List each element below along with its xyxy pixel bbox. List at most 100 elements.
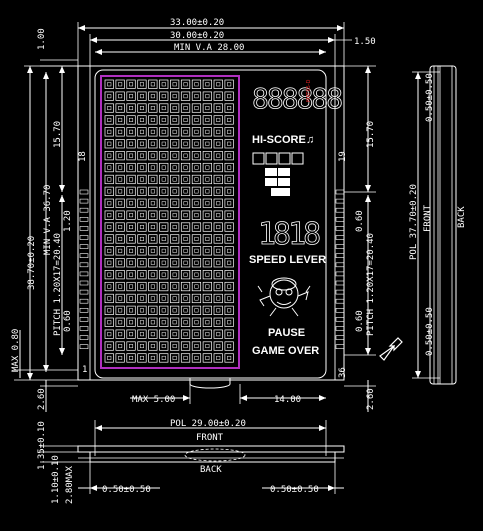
matrix-cell — [170, 353, 180, 363]
matrix-cell-inner — [205, 236, 210, 241]
matrix-cell-inner — [194, 320, 199, 325]
matrix-cell-inner — [172, 344, 177, 349]
matrix-cell — [159, 198, 169, 208]
matrix-cell — [213, 91, 223, 101]
matrix-cell-inner — [161, 355, 166, 360]
matrix-cell — [115, 127, 125, 137]
pin-label-19: 19 — [338, 151, 348, 162]
matrix-cell-inner — [139, 177, 144, 182]
matrix-cell — [148, 186, 158, 196]
right-upper-gap-dim: 15.70 — [366, 121, 376, 148]
matrix-cell — [104, 115, 114, 125]
matrix-cell — [104, 317, 114, 327]
matrix-cell — [213, 151, 223, 161]
matrix-cell-inner — [139, 165, 144, 170]
matrix-cell — [202, 246, 212, 256]
matrix-cell — [170, 222, 180, 232]
matrix-cell-inner — [216, 189, 221, 194]
bottom-left-dim: 0.50±0.50 — [102, 485, 151, 495]
pin — [335, 317, 345, 322]
matrix-cell — [224, 79, 234, 89]
matrix-cell-inner — [107, 272, 112, 277]
matrix-cell — [224, 281, 234, 292]
pin — [79, 335, 89, 340]
pin — [335, 271, 345, 277]
matrix-cell-inner — [172, 248, 177, 253]
matrix-cell-inner — [183, 106, 188, 111]
matrix-cell-inner — [194, 117, 199, 122]
matrix-cell — [191, 317, 202, 327]
matrix-cell — [213, 186, 223, 196]
matrix-cell-inner — [129, 129, 134, 134]
lcd-segments: 888888 MRT05-D HI-SCORE ♫ 1818 SPEED LEV… — [249, 79, 345, 357]
hi-score-label: HI-SCORE — [252, 134, 306, 146]
matrix-cell — [104, 281, 114, 292]
matrix-cell — [115, 258, 125, 268]
matrix-cell-inner — [150, 248, 155, 253]
matrix-cell-inner — [161, 201, 166, 206]
pin — [79, 217, 89, 222]
matrix-cell-inner — [150, 260, 155, 265]
matrix-cell — [104, 210, 114, 220]
matrix-cell-inner — [150, 94, 155, 99]
matrix-cell-inner — [172, 225, 177, 230]
matrix-cell-inner — [150, 272, 155, 277]
matrix-cell-inner — [172, 189, 177, 194]
matrix-cell-inner — [139, 284, 144, 289]
matrix-cell-inner — [183, 117, 188, 122]
matrix-cell-inner — [118, 189, 123, 194]
matrix-cell — [213, 305, 223, 315]
matrix-cell — [148, 127, 158, 137]
matrix-cell-inner — [227, 320, 232, 325]
matrix-cell — [191, 198, 202, 208]
matrix-cell-inner — [194, 355, 199, 360]
matrix-cell — [159, 305, 169, 315]
matrix-cell-inner — [194, 82, 199, 87]
matrix-cell-inner — [150, 355, 155, 360]
left-dimensions: 38.70±0.20 MIN V.A 36.70 15.70 PITCH 1.2… — [11, 65, 78, 412]
matrix-cell-inner — [216, 284, 221, 289]
matrix-cell-inner — [118, 94, 123, 99]
matrix-cell-inner — [227, 260, 232, 265]
matrix-cell — [170, 91, 180, 101]
matrix-cell — [213, 270, 223, 280]
pin — [79, 289, 89, 295]
matrix-cell — [115, 317, 125, 327]
pin — [335, 280, 345, 286]
pin — [79, 235, 89, 240]
matrix-cell — [148, 258, 158, 268]
matrix-cell-inner — [161, 117, 166, 122]
matrix-cell — [104, 103, 114, 113]
matrix-cell-inner — [118, 213, 123, 218]
matrix-cell — [126, 174, 136, 185]
matrix-cell — [191, 281, 202, 292]
matrix-cell — [137, 270, 147, 280]
matrix-cell — [159, 127, 169, 137]
matrix-cell-inner — [172, 355, 177, 360]
matrix-cell-inner — [107, 248, 112, 253]
matrix-cell — [104, 91, 114, 101]
matrix-cell-inner — [139, 332, 144, 337]
matrix-cell — [191, 91, 202, 101]
matrix-cell-inner — [205, 344, 210, 349]
matrix-cell-inner — [139, 260, 144, 265]
matrix-cell — [213, 139, 223, 149]
matrix-cell-inner — [161, 129, 166, 134]
matrix-cell — [202, 293, 212, 304]
matrix-cell-inner — [205, 201, 210, 206]
matrix-cell — [213, 317, 223, 327]
matrix-cell-inner — [129, 141, 134, 146]
pin — [79, 198, 89, 204]
matrix-cell — [137, 103, 147, 113]
matrix-cell-inner — [227, 189, 232, 194]
matrix-cell-inner — [150, 129, 155, 134]
matrix-cell — [159, 115, 169, 125]
matrix-cell — [148, 174, 158, 185]
matrix-cell-inner — [161, 141, 166, 146]
matrix-cell — [126, 127, 136, 137]
matrix-cell-inner — [216, 248, 221, 253]
matrix-cell — [170, 139, 180, 149]
matrix-cell — [115, 270, 125, 280]
matrix-cell-inner — [107, 320, 112, 325]
matrix-cell-inner — [194, 129, 199, 134]
